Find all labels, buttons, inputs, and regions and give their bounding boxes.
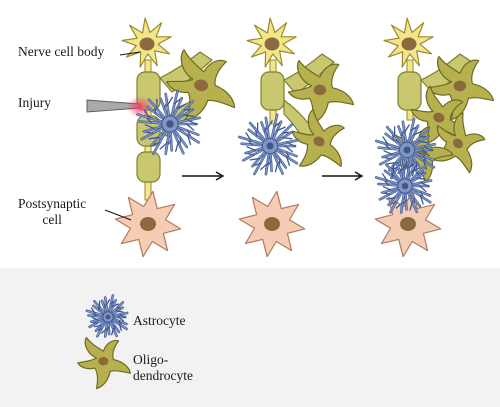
legend-background (0, 268, 500, 407)
oligodendrocyte (427, 55, 495, 121)
leader-line (119, 51, 141, 56)
label-postsynaptic-cell: Postsynaptic cell (18, 196, 86, 228)
astrocyte (136, 89, 201, 156)
postsynaptic-cell (238, 190, 306, 258)
oligodendrocyte-icon (77, 336, 132, 390)
oligodendrocyte (431, 112, 486, 174)
legend-label-astrocyte: Astrocyte (133, 313, 186, 328)
postsynaptic-nucleus (400, 217, 416, 231)
label-postsynaptic-line1: Postsynaptic (18, 196, 87, 211)
legend-oligo-line1: Oligo- (133, 352, 169, 367)
oligodendrocyte (291, 108, 345, 167)
postsynaptic-cell (114, 190, 182, 258)
myelin-segment (136, 151, 161, 183)
label-nerve-cell-body: Nerve cell body (18, 44, 105, 59)
astrocyte-icon (85, 294, 129, 338)
legend-oligo-line2: dendrocyte (133, 367, 193, 383)
arrow-right-icon (182, 171, 225, 181)
nucleus (401, 37, 417, 51)
nerve-cell-body (383, 17, 434, 68)
myelin-segment (260, 71, 285, 111)
leader-line (104, 209, 132, 221)
postsynaptic-nucleus (264, 217, 280, 231)
nerve-cell-body (121, 17, 172, 68)
postsynaptic-nucleus (140, 217, 156, 231)
label-injury: Injury (18, 95, 51, 110)
nucleus (264, 37, 280, 51)
astrocyte (238, 113, 300, 176)
myelin-segment (397, 71, 422, 111)
oligodendrocyte (166, 49, 236, 121)
legend-label-oligodendrocyte: Oligo- dendrocyte (133, 352, 193, 384)
arrow-right-icon (322, 171, 364, 181)
label-postsynaptic-line2: cell (42, 211, 62, 227)
nerve-cell-body (246, 17, 297, 68)
astrocyte (374, 155, 433, 214)
nucleus (139, 37, 155, 51)
oligodendrocyte (287, 59, 355, 125)
